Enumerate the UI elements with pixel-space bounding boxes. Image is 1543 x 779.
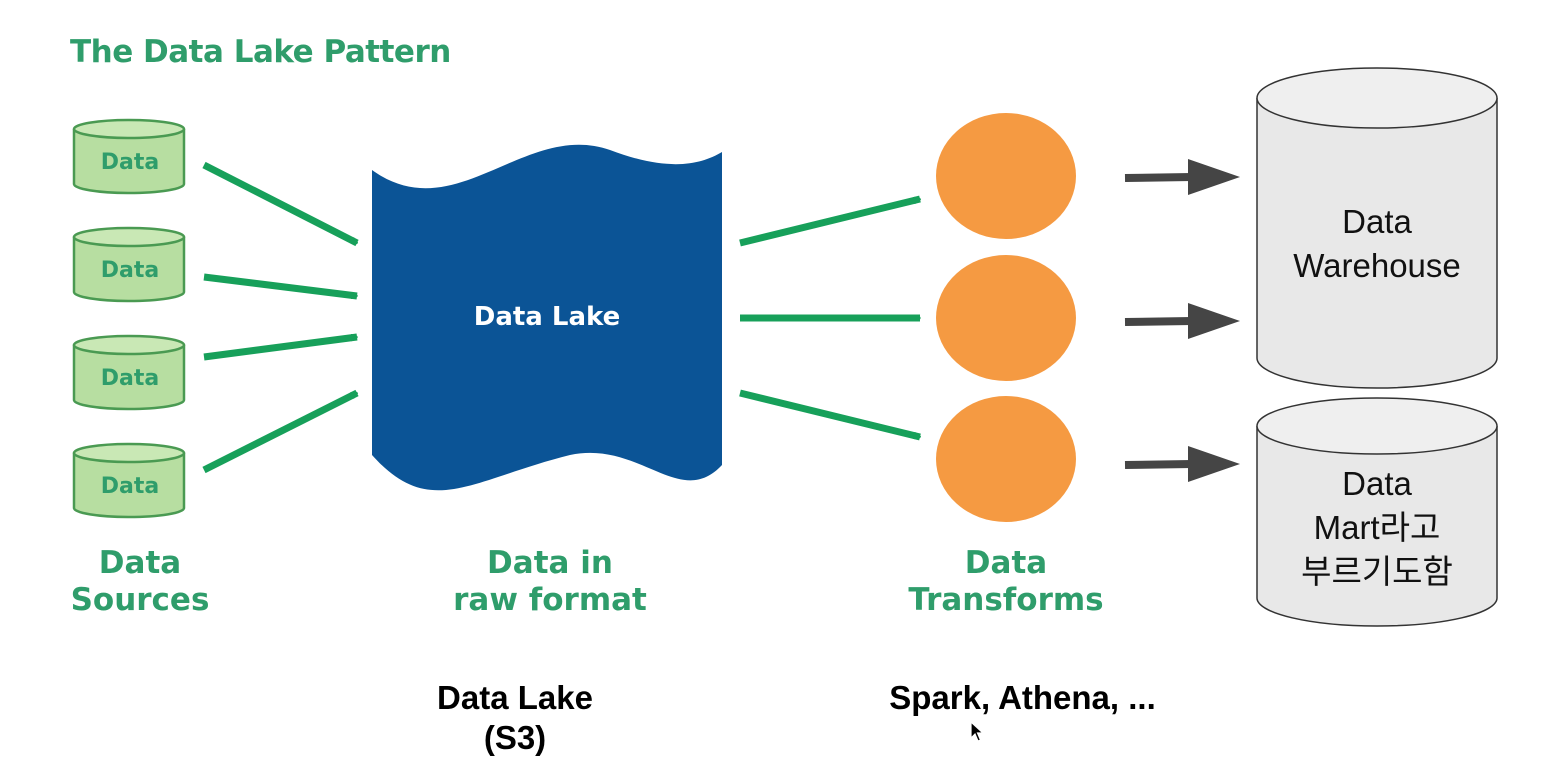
transform-circle-1 — [936, 113, 1076, 239]
raw-format-label: Data in raw format — [453, 545, 647, 618]
source-label-1: Data — [100, 150, 160, 175]
source-cylinder-1 — [72, 118, 186, 195]
source-cylinder-2 — [72, 226, 186, 303]
diagram-title: The Data Lake Pattern — [70, 34, 451, 70]
transforms-label: Data Transforms — [908, 545, 1104, 618]
data-lake-caption: Data Lake (S3) — [437, 679, 593, 756]
mouse-cursor-icon — [970, 721, 985, 742]
mart-cylinder — [1256, 397, 1498, 627]
source-label-4: Data — [100, 474, 160, 499]
warehouse-cylinder — [1256, 67, 1498, 389]
transforms-caption: Spark, Athena, ... — [889, 679, 1156, 716]
data-lake-shape — [372, 144, 722, 491]
arrow-transform-1-to-warehouse — [1124, 159, 1240, 195]
arrow-lake-to-transform-3 — [739, 389, 920, 441]
arrow-transform-3-to-mart — [1124, 446, 1240, 482]
warehouse-label: Data Warehouse — [1293, 203, 1461, 284]
source-label-2: Data — [100, 258, 160, 283]
source-cylinder-4 — [72, 442, 186, 519]
transform-circle-2 — [936, 255, 1076, 381]
arrow-source-4-to-lake — [202, 389, 357, 474]
source-label-3: Data — [100, 366, 160, 391]
data-lake-inner-label: Data Lake — [473, 302, 621, 332]
arrow-lake-to-transform-1 — [739, 195, 920, 247]
arrow-transform-2-to-warehouse — [1124, 303, 1240, 339]
arrow-source-3-to-lake — [203, 333, 357, 361]
sources-label: Data Sources — [70, 545, 210, 618]
mart-label: Data Mart라고 부르기도함 — [1301, 465, 1453, 590]
source-cylinder-3 — [72, 334, 186, 411]
arrow-source-1-to-lake — [202, 161, 357, 247]
arrow-source-2-to-lake — [203, 273, 357, 300]
transform-circle-3 — [936, 396, 1076, 522]
